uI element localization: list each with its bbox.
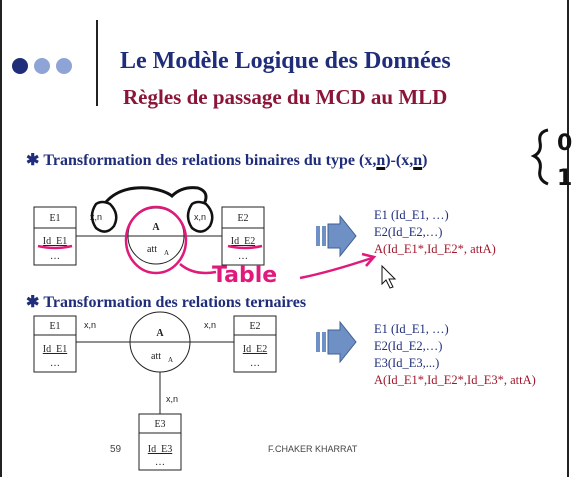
association-name: A — [156, 328, 164, 339]
section-binary-n1: n — [376, 152, 386, 169]
slide-subtitle: Règles de passage du MCD au MLD — [123, 85, 448, 109]
ternary-entity-e3: E3 Id_E3 … — [138, 413, 182, 471]
entity-id: Id_E2 — [231, 236, 255, 247]
result-e1: E1 (Id_E1, …) — [374, 322, 449, 336]
decorative-dots — [12, 58, 72, 74]
result-a: A(Id_E1*,Id_E2*, attA) — [374, 242, 496, 256]
page-number: 59 — [110, 444, 122, 455]
entity-more: … — [50, 251, 60, 262]
entity-more: … — [238, 251, 248, 262]
section-binary-n2: n — [413, 152, 423, 169]
hand-table-label: Table — [212, 263, 277, 288]
hand-connector — [179, 263, 217, 275]
card-right: x,n — [194, 212, 206, 222]
association-name: A — [152, 222, 160, 233]
entity-box — [33, 206, 77, 266]
entity-id: Id_E1 — [43, 236, 67, 247]
entity-box — [33, 315, 77, 373]
dot-light-2 — [56, 58, 72, 74]
binary-entity-e1: E1 Id_E1 … — [33, 206, 77, 266]
association-attr-sub: A — [164, 249, 169, 257]
entity-box — [138, 413, 182, 471]
binary-transform-arrow-icon — [316, 214, 357, 258]
ternary-entity-e1: E1 Id_E1 … — [33, 315, 77, 373]
card-bottom: x,n — [166, 394, 178, 404]
entity-box — [233, 315, 277, 373]
entity-name: E1 — [49, 213, 60, 224]
entity-name: E2 — [237, 213, 248, 224]
hand-circle-right — [186, 200, 214, 233]
entity-id: Id_E3 — [148, 444, 172, 455]
hand-circle-left — [90, 200, 118, 233]
entity-name: E1 — [49, 321, 60, 332]
hand-arc — [104, 186, 208, 205]
star-bullet-icon: ✱ — [26, 294, 40, 311]
card-right: x,n — [204, 320, 216, 330]
entity-id: Id_E2 — [243, 344, 267, 355]
brace-bottom-digit: 1 — [557, 166, 572, 191]
footer-author: F.CHAKER KHARRAT — [268, 444, 358, 454]
card-left: x,n — [84, 320, 96, 330]
binary-result: E1 (Id_E1, …) E2(Id_E2,…) A(Id_E1*,Id_E2… — [374, 207, 496, 258]
entity-box — [221, 206, 265, 266]
ternary-association-a: A att A — [129, 311, 191, 373]
hand-underline-e1 — [37, 244, 73, 250]
section-binary-prefix: Transformation des relations binaires du… — [43, 152, 377, 169]
hand-underline-e2 — [227, 244, 263, 250]
section-binary-mid: )-(x, — [385, 152, 414, 169]
result-a: A(Id_E1*,Id_E2*,Id_E3*, attA) — [374, 373, 536, 387]
association-attr-sub: A — [168, 356, 173, 364]
hand-arrow-head-icon — [361, 252, 377, 267]
result-e2: E2(Id_E2,…) — [374, 339, 443, 353]
dot-light — [34, 58, 50, 74]
title-divider — [96, 20, 98, 106]
ternary-transform-arrow-icon — [316, 320, 357, 364]
hand-pink-circle — [124, 205, 188, 275]
star-bullet-icon: ✱ — [26, 152, 40, 169]
entity-more: … — [250, 358, 260, 369]
entity-name: E3 — [154, 419, 165, 430]
result-e3: E3(Id_E3,...) — [374, 356, 440, 370]
result-e2: E2(Id_E2,…) — [374, 225, 443, 239]
section-ternary-title: Transformation des relations ternaires — [43, 294, 307, 311]
brace-icon — [530, 128, 549, 186]
entity-more: … — [50, 358, 60, 369]
hand-arrow-line — [299, 256, 373, 280]
entity-id: Id_E1 — [43, 344, 67, 355]
binary-entity-e2: E2 Id_E2 … — [221, 206, 265, 266]
slide-title: Le Modèle Logique des Données — [120, 48, 451, 74]
mouse-cursor-icon — [381, 264, 397, 289]
card-left: x,n — [90, 212, 102, 222]
section-binary-heading: ✱Transformation des relations binaires d… — [26, 150, 427, 170]
result-e1: E1 (Id_E1, …) — [374, 208, 449, 222]
section-binary-suffix: ) — [422, 152, 428, 169]
entity-more: … — [155, 457, 165, 468]
entity-name: E2 — [249, 321, 260, 332]
binary-association-a: A att A — [127, 207, 185, 265]
section-ternary-heading: ✱Transformation des relations ternaires — [26, 292, 306, 312]
association-attr: att — [147, 244, 157, 255]
ternary-result: E1 (Id_E1, …) E2(Id_E2,…) E3(Id_E3,...) … — [374, 321, 536, 389]
association-attr: att — [151, 351, 161, 362]
ternary-entity-e2: E2 Id_E2 … — [233, 315, 277, 373]
dot-dark — [12, 58, 28, 74]
brace-top-digit: 0 — [557, 131, 572, 156]
